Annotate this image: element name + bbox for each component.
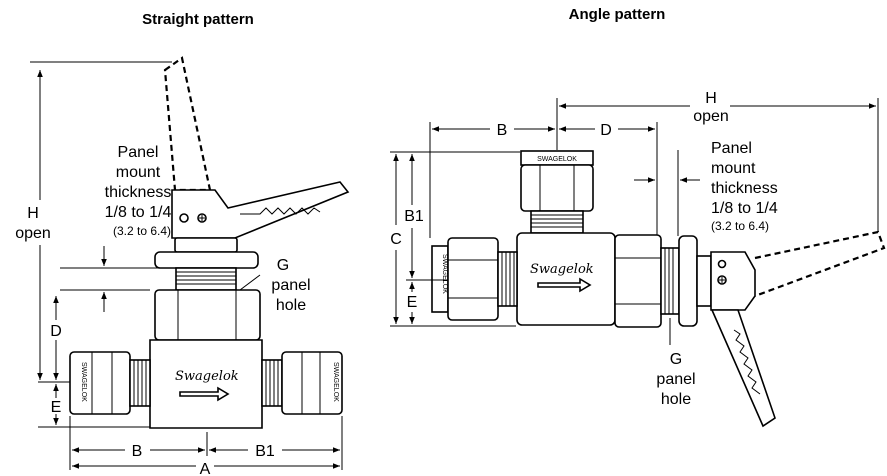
top-nut-text: SWAGELOK [537, 156, 577, 163]
bonnet-collar [174, 237, 238, 253]
g-panel-label: panel [271, 277, 310, 294]
valve-body [149, 339, 263, 429]
straight-pattern-drawing: Straight pattern Swagelok SWAGELO [15, 11, 350, 476]
angle-bonnet-hex [614, 234, 662, 328]
open-handle-dashed [163, 56, 212, 192]
angle-collar [696, 255, 712, 307]
angle-pattern-drawing: Angle pattern H open B D SWAGELOK Swagel… [390, 6, 886, 428]
panel-label-4: 1/8 to 1/4 [105, 204, 172, 221]
angle-body-brand: Swagelok [530, 262, 594, 277]
angle-open-handle-dashed [754, 230, 886, 298]
stem-threads [175, 267, 237, 291]
body-brand: Swagelok [175, 369, 239, 384]
angle-g-panel-label: panel [656, 371, 695, 388]
g-label: G [277, 257, 289, 274]
a-label: A [200, 461, 211, 476]
bonnet-hex [154, 289, 261, 341]
d-label: D [50, 323, 62, 340]
angle-valve-body [516, 232, 616, 326]
b-label: B [132, 443, 143, 460]
angle-d-label: D [600, 122, 612, 139]
e-label: E [51, 399, 62, 416]
handle-grip [240, 207, 321, 215]
right-nut-text: SWAGELOK [332, 362, 339, 402]
left-nut-text: SWAGELOK [80, 362, 87, 402]
h-label: H [27, 205, 39, 222]
left-ferrule [129, 359, 151, 407]
left-nut [69, 351, 131, 415]
angle-h-open-label: open [693, 108, 729, 125]
angle-title: Angle pattern [569, 6, 666, 23]
panel-label-5: (3.2 to 6.4) [113, 224, 171, 238]
angle-e-label: E [407, 294, 418, 311]
h-open-label: open [15, 225, 51, 242]
panel-label-1: Panel [118, 144, 159, 161]
left-ferrule-angle [497, 251, 518, 307]
right-nut [281, 351, 343, 415]
top-nut [520, 164, 594, 212]
angle-c-label: C [390, 231, 402, 248]
angle-h-label: H [705, 90, 717, 107]
handle-screw [179, 213, 189, 223]
angle-panel-label-1: Panel [711, 140, 752, 157]
angle-g-hole-label: hole [661, 391, 691, 408]
g-hole-label: hole [276, 297, 306, 314]
angle-closed-handle [710, 309, 776, 428]
panel-label-3: thickness [105, 184, 172, 201]
angle-panel-label-4: 1/8 to 1/4 [711, 200, 778, 217]
straight-title: Straight pattern [142, 11, 254, 28]
angle-handle-grip [733, 329, 761, 395]
angle-threads [660, 247, 680, 315]
angle-left-nut [447, 237, 499, 321]
top-ferrule [530, 210, 584, 234]
left-nut-text-angle: SWAGELOK [441, 254, 448, 294]
angle-flow-arrow [537, 277, 592, 293]
closed-handle [171, 181, 350, 239]
angle-b-label: B [497, 122, 508, 139]
angle-g-label: G [670, 351, 682, 368]
panel-label-2: mount [116, 164, 161, 181]
angle-b1-label: B1 [404, 208, 424, 225]
angle-panel-label-3: thickness [711, 180, 778, 197]
b1-label: B1 [255, 443, 275, 460]
angle-panel-label-5: (3.2 to 6.4) [711, 219, 769, 233]
angle-panel-label-2: mount [711, 160, 756, 177]
flow-arrow [179, 386, 230, 402]
panel-nut [154, 251, 259, 269]
angle-panel-nut [678, 235, 698, 327]
right-ferrule [261, 359, 283, 407]
